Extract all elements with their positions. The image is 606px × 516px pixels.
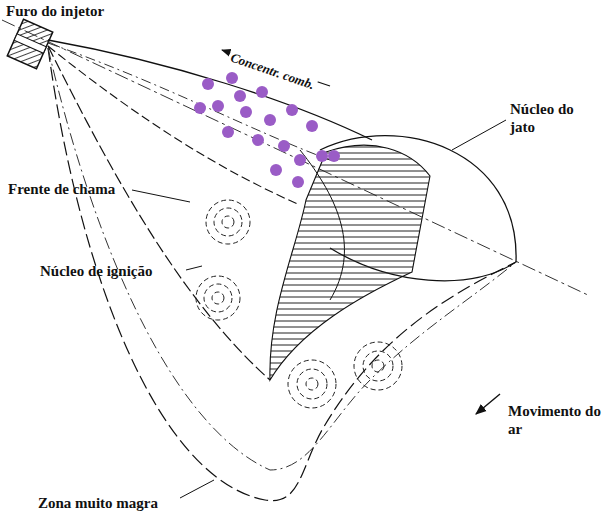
drawing-part [180,480,214,498]
drawing-part [476,394,500,414]
drawing-part [132,190,190,202]
drawing-part [240,106,252,118]
drawing-part [48,40,372,140]
drawing-part [222,126,234,138]
part-label: Núcleo do jato [510,100,602,136]
drawing-part [292,176,304,188]
drawing-part [297,369,327,399]
drawing-part [270,164,282,176]
drawing-part [48,46,270,380]
drawing-part [7,19,53,69]
drawing-part [306,378,318,390]
drawing-part [363,351,393,381]
drawing-part [202,78,214,90]
drawing-part [306,120,318,132]
drawing-part [7,19,53,69]
drawing-part [212,100,224,112]
drawing-part [278,140,290,152]
drawing-part [212,292,224,304]
drawing-part [14,34,46,53]
drawing-part [452,120,506,150]
drawing-part [194,102,206,114]
drawing-part [294,154,306,166]
part-label: Núcleo de ignição [40,262,188,280]
drawing-part [186,266,202,270]
drawing-part [204,284,232,312]
drawing-part [354,342,402,390]
drawing-part [132,120,506,498]
drawing-part [256,86,268,98]
drawing-part [196,276,240,320]
drawing-part [300,150,344,300]
drawing-part [226,72,238,84]
part-label: Zona muito magra [38,494,183,512]
drawing-part [234,90,246,102]
drawing-part [48,43,330,160]
drawing-part [222,216,234,228]
drawing-part [372,360,384,372]
drawing-part [286,104,298,116]
drawing-part [288,360,336,408]
label-text: Furo do injetor [6,2,176,20]
drawing-part [214,208,242,236]
drawing-part [196,200,402,408]
drawing-part [270,145,430,380]
drawing-part [264,114,276,126]
part-label: Movimento do ar [508,402,602,438]
drawing-part [316,150,328,162]
drawing-part [252,134,264,146]
drawing-part [48,48,516,470]
part-label: Frente de chama [8,180,134,198]
drawing-part [194,72,340,188]
drawing-part [328,150,340,162]
drawing-part [206,200,250,244]
